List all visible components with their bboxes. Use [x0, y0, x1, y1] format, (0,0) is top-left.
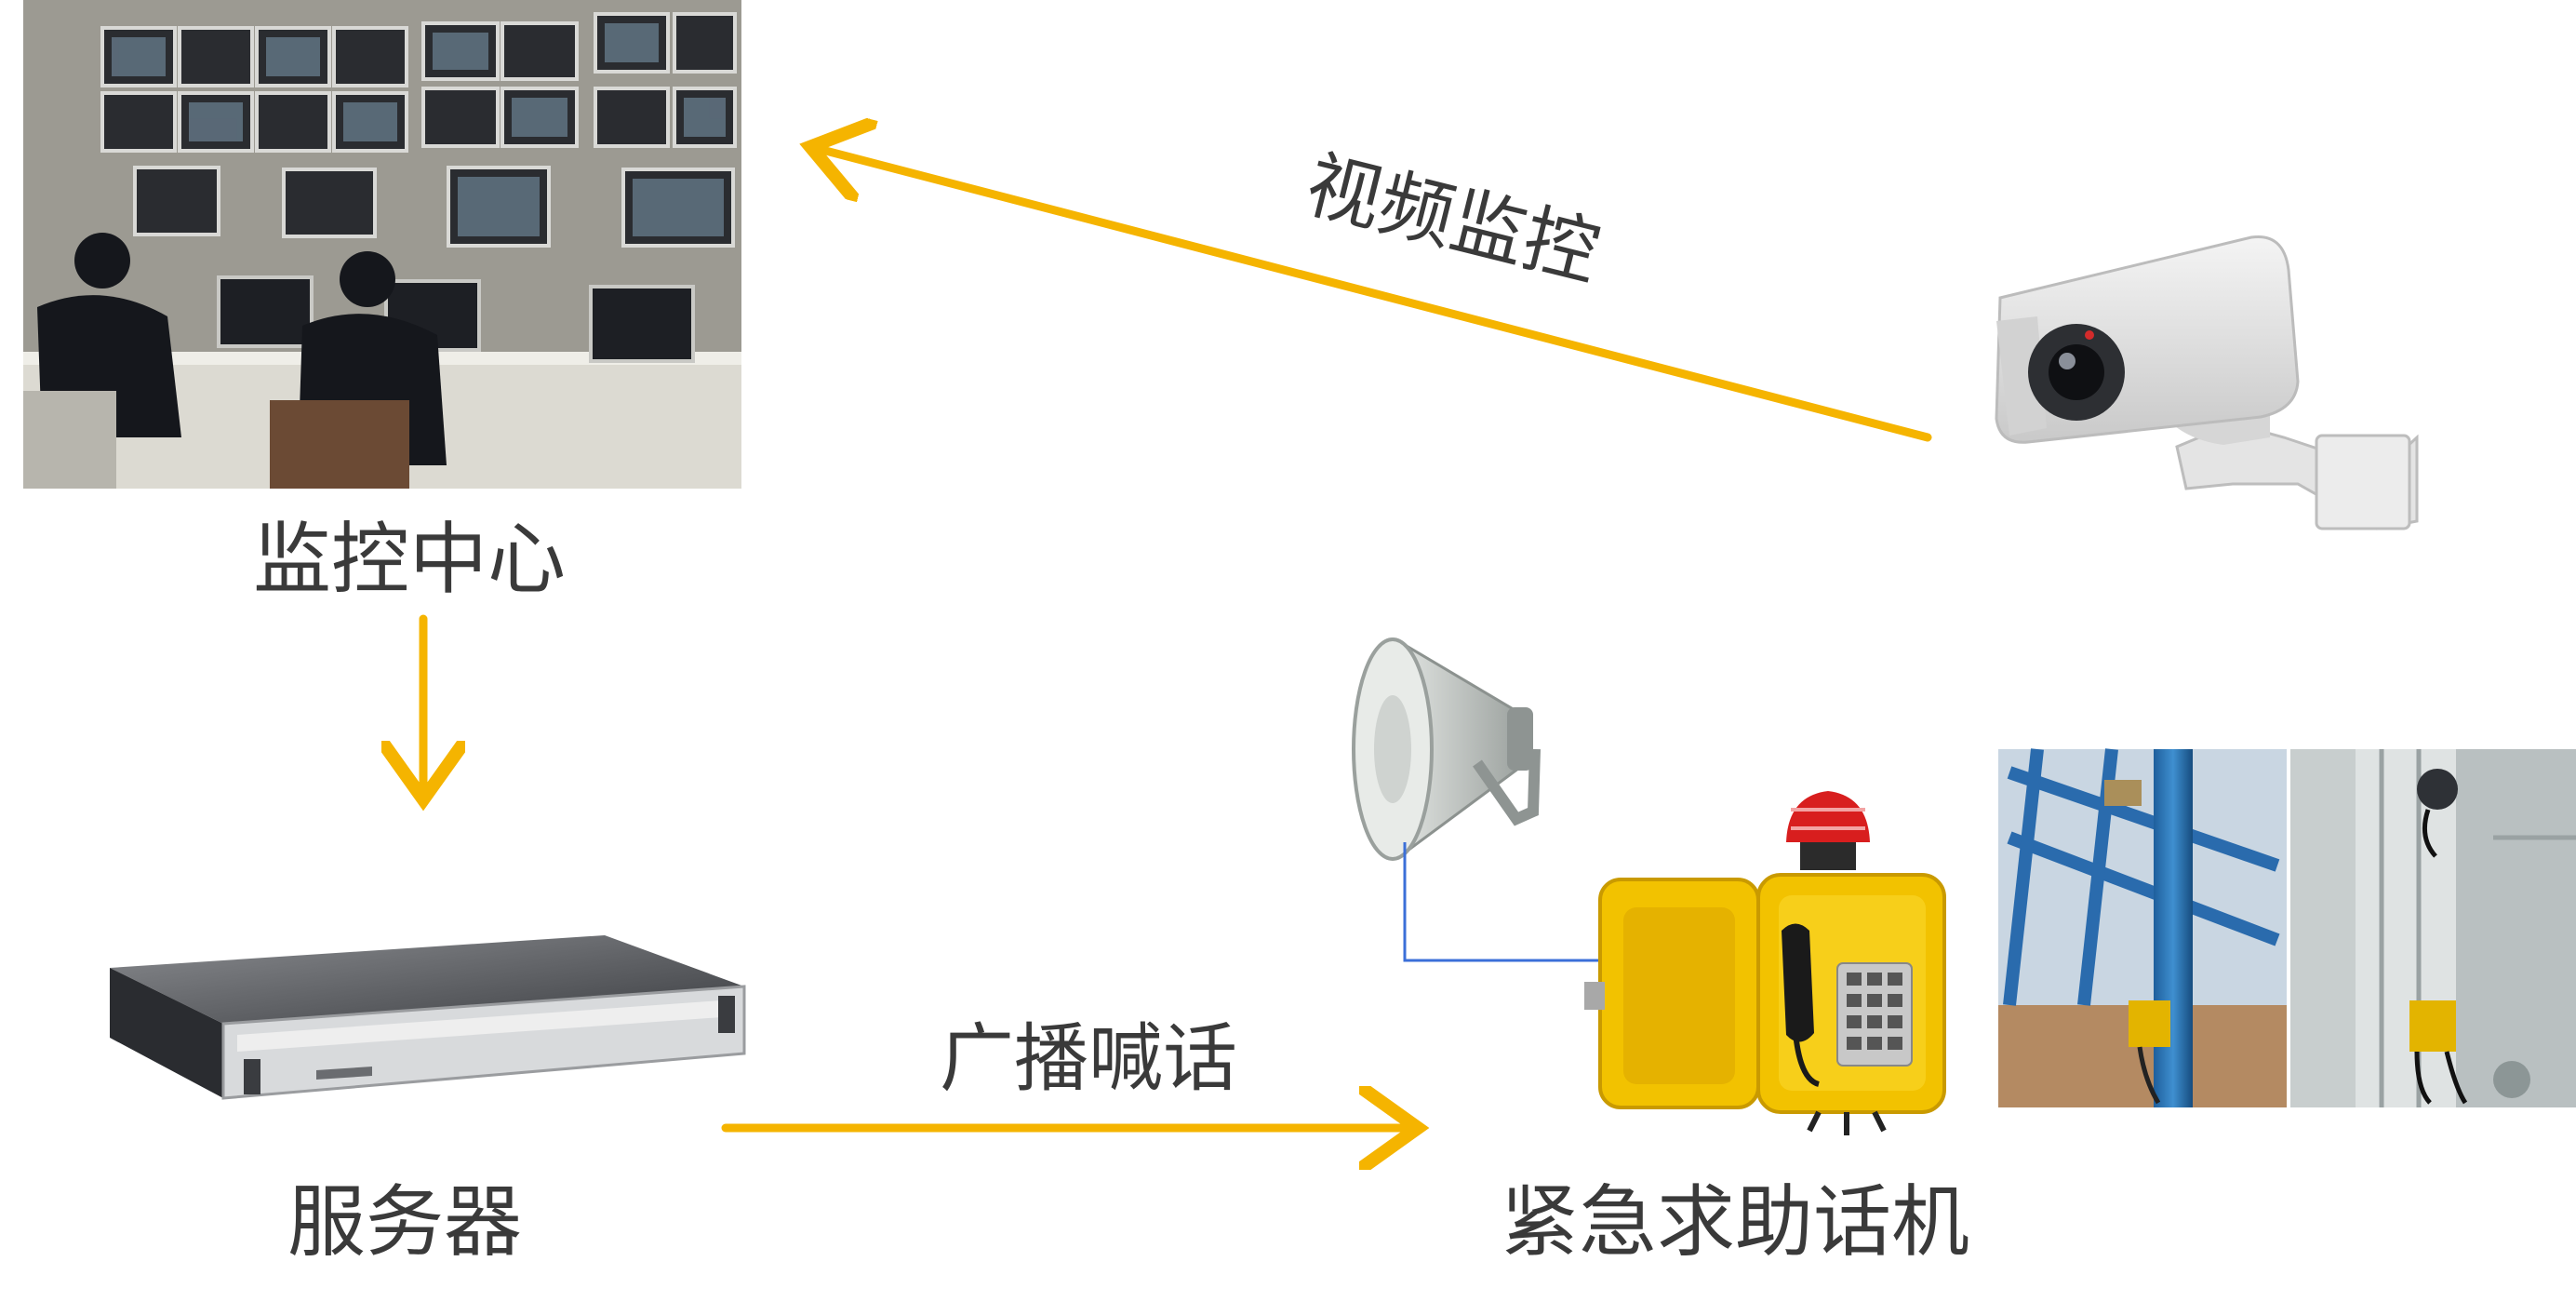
speaker-wire [1403, 842, 1600, 962]
monitoring-center-photo [23, 0, 741, 489]
cctv-camera-icon [1995, 235, 2419, 530]
server-label: 服务器 [287, 1176, 522, 1268]
horn-speaker-icon [1352, 637, 1541, 861]
server-icon [110, 935, 746, 1100]
monitoring-center-label: 监控中心 [253, 514, 566, 605]
site-photo-outdoor [1998, 748, 2287, 1107]
emergency-phone-icon [1584, 791, 1946, 1135]
video-monitoring-label: 视频监控 [1298, 141, 1608, 297]
site-photo-indoor [2290, 749, 2576, 1107]
emergency-phone-label: 紧急求助话机 [1501, 1176, 1969, 1268]
video-monitoring-arrow [819, 149, 1932, 442]
broadcast-call-label: 广播喊话 [940, 1015, 1237, 1102]
